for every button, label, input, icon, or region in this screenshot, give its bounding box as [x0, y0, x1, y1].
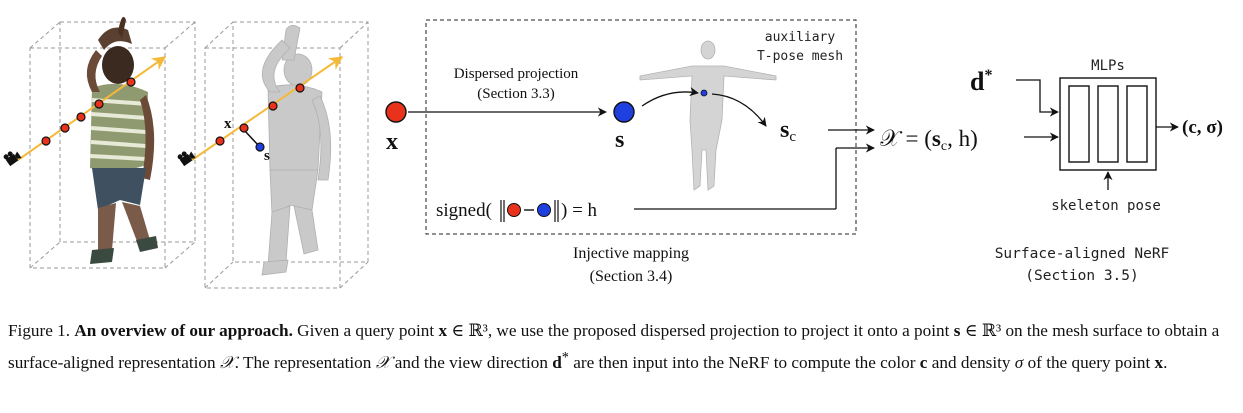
mesh-surface-point	[700, 89, 708, 97]
auxiliary-mesh-line1: auxiliary	[765, 30, 836, 45]
to-mesh-arrow	[641, 87, 699, 107]
point-x-label: x	[386, 129, 398, 155]
point-s-label-small: s	[264, 148, 270, 164]
sample-points-1	[41, 77, 136, 146]
injective-mapping-box: x Dispersed projection (Section 3.3) s a…	[385, 19, 875, 285]
surface-point-s	[613, 101, 635, 123]
point-s-label: s	[615, 127, 624, 153]
overview-figure: x s x Dispersed projection (Section 3.3)…	[3, 16, 1223, 289]
bounding-box-2	[204, 21, 369, 289]
bounding-box-1	[29, 21, 196, 269]
view-direction-label: d*	[970, 67, 992, 96]
human-render-panel	[3, 16, 196, 269]
caption-segment: 𝒳	[375, 352, 391, 372]
human-mesh-grey	[261, 25, 332, 276]
caption-segment: .	[1163, 352, 1168, 372]
point-x-label-small: x	[224, 116, 232, 132]
mesh-render-panel: x s	[177, 21, 369, 289]
view-direction-arrow	[1016, 79, 1059, 117]
output-label: (c, σ)	[1182, 117, 1223, 138]
caption-segment: c	[919, 352, 928, 372]
tpose-mesh	[639, 40, 777, 191]
figure-label: Figure 1.	[8, 321, 71, 340]
nerf-section: (Section 3.5)	[1025, 268, 1139, 284]
caption-segment: 𝒳	[219, 352, 235, 372]
caption-body: Given a query point x ∈ ℝ³, we use the p…	[8, 321, 1219, 372]
caption-segment: s	[953, 321, 961, 340]
query-point-x	[385, 101, 407, 123]
caption-segment: ∈ ℝ³, we use the proposed dispersed proj…	[447, 321, 954, 340]
caption-segment: and the view direction	[390, 352, 553, 372]
caption-segment: and density	[927, 352, 1015, 372]
mlp-layer-3	[1126, 85, 1148, 163]
nerf-block: d* MLPs (c, σ) skeleton pose Surface-ali…	[970, 58, 1223, 284]
caption-segment: ∈ ℝ³ on the mesh surface to obtain a sur…	[8, 321, 1220, 372]
projection-line	[243, 129, 260, 147]
caption-segment: of the query point	[1023, 352, 1155, 372]
caption-segment: are then input into the NeRF to compute …	[568, 352, 920, 372]
mlp-layer-2	[1097, 85, 1119, 163]
camera-icon-2	[177, 151, 196, 167]
caption-title: An overview of our approach.	[74, 321, 293, 340]
figure-caption: Figure 1. An overview of our approach. G…	[8, 318, 1236, 376]
human-figure-textured	[86, 16, 158, 264]
caption-segment: σ	[1014, 352, 1024, 372]
camera-icon-1	[3, 151, 22, 167]
injective-mapping-section: (Section 3.4)	[590, 268, 673, 285]
sample-points-2	[215, 83, 305, 152]
sc-label: sc	[780, 117, 796, 145]
mlp-layer-1	[1068, 85, 1090, 163]
dispersed-projection-title: Dispersed projection	[454, 66, 579, 82]
dispersed-projection-section: (Section 3.3)	[477, 86, 554, 102]
nerf-title: Surface-aligned NeRF	[995, 246, 1170, 262]
caption-segment: x	[438, 321, 448, 340]
from-mesh-arrow	[711, 93, 767, 127]
caption-segment: d	[552, 352, 562, 372]
signed-distance-label: signed(	[436, 200, 492, 221]
auxiliary-mesh-line2: T-pose mesh	[757, 49, 843, 64]
caption-segment: . The representation	[234, 352, 376, 372]
mlp-outer-box	[1059, 77, 1157, 171]
representation-formula: 𝒳 = (sc, h)	[880, 126, 978, 154]
caption-segment: *	[561, 349, 569, 365]
injective-mapping-title: Injective mapping	[573, 245, 689, 262]
mlps-label: MLPs	[1091, 58, 1125, 74]
skeleton-pose-label: skeleton pose	[1051, 198, 1161, 214]
caption-segment: x	[1154, 352, 1164, 372]
caption-segment: Given a query point	[292, 321, 439, 340]
signed-distance-formula	[500, 200, 559, 222]
signed-distance-tail: ) = h	[561, 200, 598, 221]
